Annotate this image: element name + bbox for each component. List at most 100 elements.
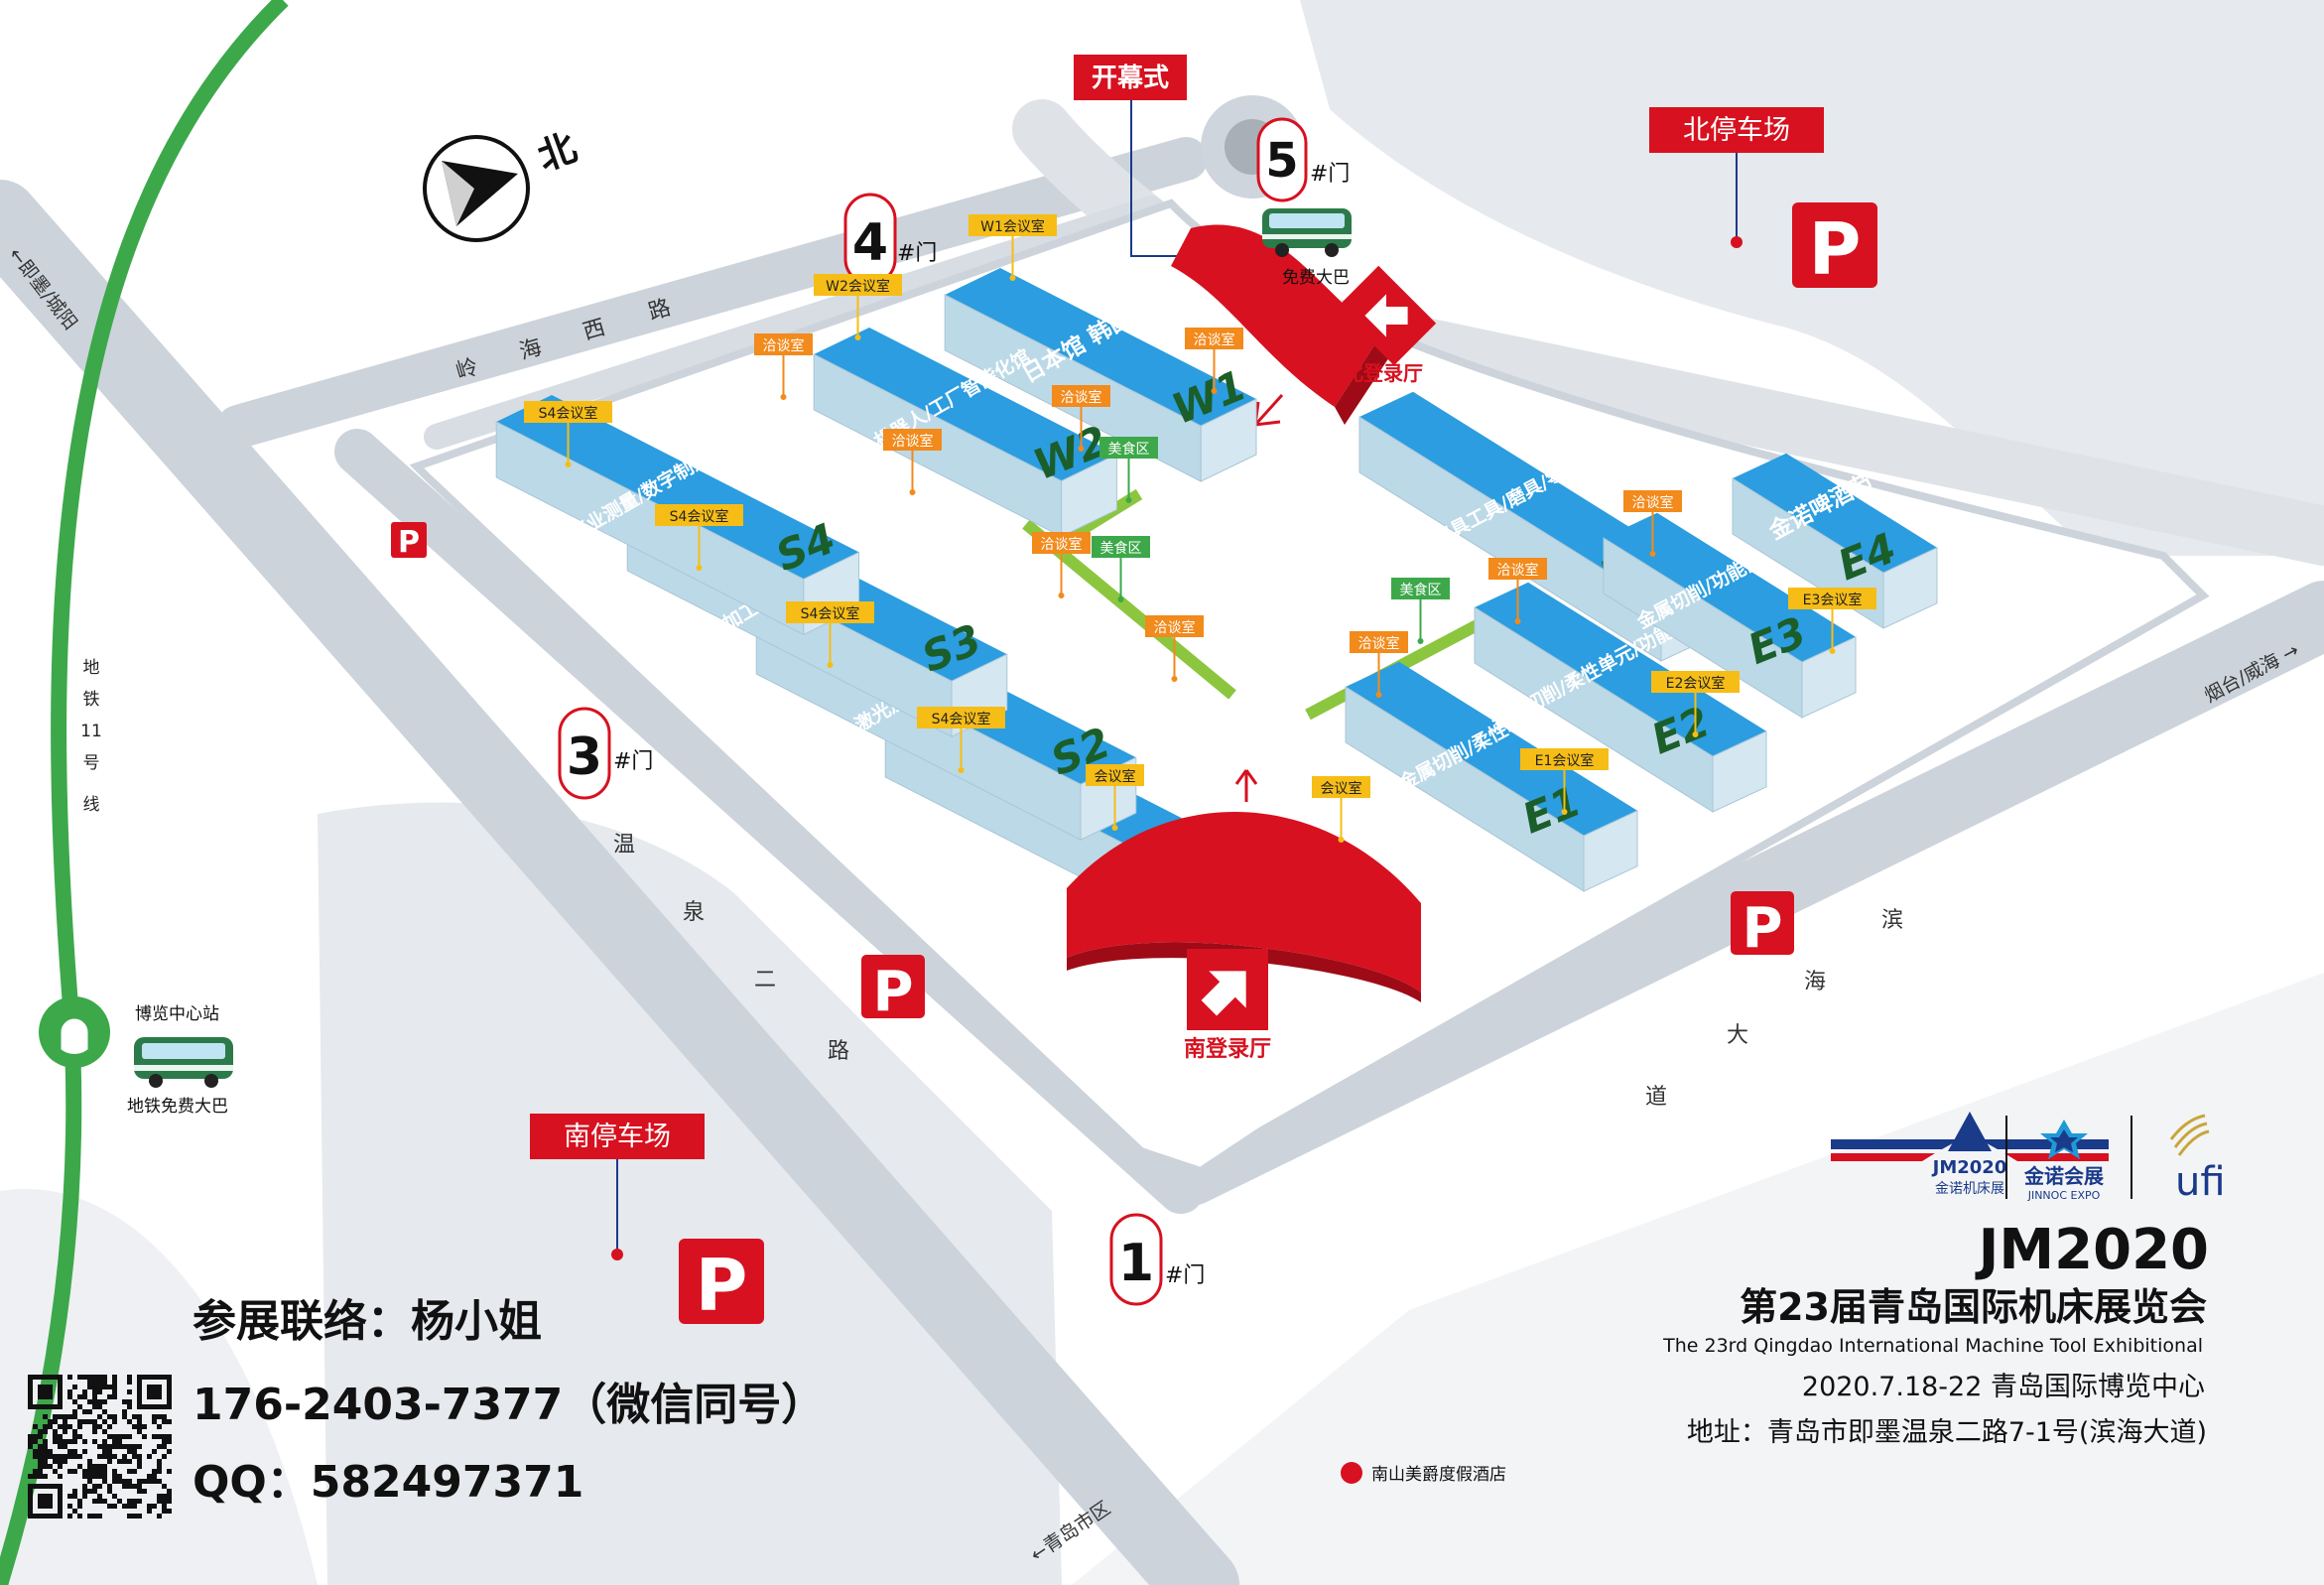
south-lobby-label: 南登录厅 bbox=[1184, 1037, 1271, 1062]
svg-text:洽谈室: 洽谈室 bbox=[1041, 536, 1083, 553]
tag-negotiation: 洽谈室 bbox=[1350, 631, 1408, 698]
svg-text:洽谈室: 洽谈室 bbox=[1061, 389, 1102, 406]
contact-line-1: 参展联络：杨小姐 bbox=[193, 1296, 542, 1347]
gate-5-suffix: #门 bbox=[1310, 162, 1350, 187]
parking-sign-east-p: P bbox=[1742, 896, 1782, 961]
parking-sign-southwest-p: P bbox=[696, 1244, 748, 1327]
svg-text:W2会议室: W2会议室 bbox=[826, 278, 890, 295]
svg-text:S4会议室: S4会议室 bbox=[932, 711, 991, 727]
road-wenquan-c1: 泉 bbox=[683, 900, 705, 925]
parking-sign-south-p: P bbox=[872, 960, 913, 1024]
ufi-logo: ufi bbox=[2169, 1114, 2226, 1205]
tag-s4-meeting: S4会议室 bbox=[917, 707, 1005, 773]
tag-s4-meeting: S4会议室 bbox=[524, 401, 612, 467]
hall-end-wall bbox=[1200, 398, 1257, 482]
parking-sign-north: P bbox=[1792, 202, 1877, 291]
svg-text:洽谈室: 洽谈室 bbox=[1194, 331, 1235, 348]
metro-bus-label: 地铁免费大巴 bbox=[127, 1097, 228, 1117]
compass-north-label: 北 bbox=[532, 125, 582, 179]
south-parking-label: 南停车场 bbox=[564, 1122, 671, 1152]
parking-sign-west: P bbox=[391, 522, 427, 560]
svg-text:E2会议室: E2会议室 bbox=[1666, 675, 1726, 692]
event-date: 2020.7.18-22 青岛国际博览中心 bbox=[1802, 1372, 2205, 1402]
tag-e2-meeting: E2会议室 bbox=[1651, 671, 1740, 737]
free-bus-label: 免费大巴 bbox=[1282, 268, 1350, 288]
metro-label-c1: 铁 bbox=[83, 690, 100, 710]
svg-text:洽谈室: 洽谈室 bbox=[1497, 562, 1539, 579]
free-bus-icon bbox=[1262, 208, 1352, 257]
road-wenquan-c0: 温 bbox=[613, 833, 635, 858]
hall-roof bbox=[1475, 582, 1766, 756]
gate-4-suffix: #门 bbox=[897, 241, 937, 266]
gate-1[interactable]: 1 #门 bbox=[1109, 1213, 1205, 1306]
svg-text:S4会议室: S4会议室 bbox=[539, 405, 598, 422]
south-parking[interactable]: 南停车场 bbox=[530, 1114, 705, 1260]
north-lobby-building bbox=[1171, 224, 1389, 425]
metro-bus-icon bbox=[134, 1037, 233, 1088]
metro-station-label: 博览中心站 bbox=[135, 1004, 219, 1024]
metro-line-label: 地 铁 11 号 线 bbox=[80, 658, 102, 815]
gate-5-num: 5 bbox=[1265, 133, 1298, 189]
hall-end-wall bbox=[1061, 453, 1117, 538]
tag-negotiation: 洽谈室 bbox=[1145, 615, 1204, 682]
svg-text:洽谈室: 洽谈室 bbox=[892, 433, 934, 450]
hall-roof bbox=[496, 395, 859, 580]
svg-text:S4会议室: S4会议室 bbox=[801, 605, 860, 622]
jinnoc-logo: 金诺会展 JINNOC EXPO bbox=[2023, 1120, 2104, 1202]
contact-line-3[interactable]: QQ：582497371 bbox=[193, 1457, 583, 1508]
gate-3[interactable]: 3 #门 bbox=[558, 707, 653, 800]
tag-w1-meeting: W1会议室 bbox=[968, 214, 1057, 281]
tag-e3-meeting: E3会议室 bbox=[1788, 588, 1876, 654]
jinnoc-logo-en: JINNOC EXPO bbox=[2027, 1189, 2101, 1202]
metro-station[interactable]: 博览中心站 bbox=[39, 996, 219, 1068]
tag-s4-meeting: S4会议室 bbox=[786, 601, 874, 668]
gate-1-suffix: #门 bbox=[1165, 1263, 1205, 1288]
metro-line-11 bbox=[0, 0, 289, 1585]
south-lobby-sign[interactable]: 南登录厅 bbox=[1184, 949, 1271, 1062]
north-lobby-sign[interactable]: 北登录厅 bbox=[1336, 265, 1437, 385]
road-binhai-c1: 海 bbox=[1804, 970, 1826, 994]
svg-text:美食区: 美食区 bbox=[1400, 582, 1442, 598]
gate-4-num: 4 bbox=[852, 213, 888, 273]
south-entry-arrow bbox=[1234, 769, 1258, 802]
hall-roof bbox=[1733, 453, 1937, 573]
tag-negotiation: 洽谈室 bbox=[1032, 532, 1091, 598]
north-parking-label: 北停车场 bbox=[1683, 115, 1790, 146]
svg-text:E3会议室: E3会议室 bbox=[1803, 592, 1863, 608]
tags-layer: 洽谈室洽谈室洽谈室洽谈室洽谈室洽谈室洽谈室洽谈室洽谈室S4会议室S4会议室S4会… bbox=[524, 214, 1876, 843]
hall-end-wall bbox=[1583, 810, 1638, 892]
tag-negotiation: 洽谈室 bbox=[754, 333, 813, 400]
jm-logo-sub: 金诺机床展 bbox=[1935, 1181, 2004, 1197]
hotel-label: 南山美爵度假酒店 bbox=[1371, 1465, 1506, 1485]
parking-sign-south: P bbox=[861, 955, 925, 1024]
metro-label-c2: 11 bbox=[80, 722, 102, 741]
north-parking[interactable]: 北停车场 bbox=[1649, 107, 1824, 248]
gate-4[interactable]: 4 #门 bbox=[843, 193, 937, 286]
svg-text:W1会议室: W1会议室 bbox=[980, 218, 1045, 235]
svg-text:洽谈室: 洽谈室 bbox=[763, 337, 805, 354]
tag-negotiation: 洽谈室 bbox=[883, 429, 942, 495]
gate-5[interactable]: 5 #门 bbox=[1201, 95, 1350, 202]
road-wenquan-c2: 二 bbox=[754, 968, 776, 992]
opening-ceremony[interactable]: 开幕式 bbox=[1074, 55, 1249, 301]
parking-sign-west-p: P bbox=[398, 525, 420, 560]
event-brand: JM2020 bbox=[1975, 1218, 2209, 1282]
hotel-marker[interactable]: 南山美爵度假酒店 bbox=[1341, 1462, 1506, 1485]
tag-s4-meeting: S4会议室 bbox=[655, 504, 743, 571]
gate-3-num: 3 bbox=[567, 727, 602, 787]
svg-text:洽谈室: 洽谈室 bbox=[1358, 635, 1400, 652]
event-address: 地址：青岛市即墨温泉二路7-1号(滨海大道) bbox=[1687, 1417, 2207, 1448]
opening-label: 开幕式 bbox=[1092, 64, 1169, 93]
metro-label-c4: 线 bbox=[83, 795, 100, 815]
gate-1-num: 1 bbox=[1118, 1234, 1154, 1293]
svg-text:美食区: 美食区 bbox=[1100, 540, 1142, 557]
road-wenquan-c3: 路 bbox=[828, 1039, 849, 1064]
svg-text:洽谈室: 洽谈室 bbox=[1632, 494, 1674, 511]
contact-line-2[interactable]: 176-2403-7377（微信同号） bbox=[193, 1380, 825, 1430]
hall-end-wall bbox=[1882, 547, 1938, 629]
tag-negotiation: 洽谈室 bbox=[1488, 558, 1547, 624]
qr-code[interactable] bbox=[28, 1375, 172, 1519]
